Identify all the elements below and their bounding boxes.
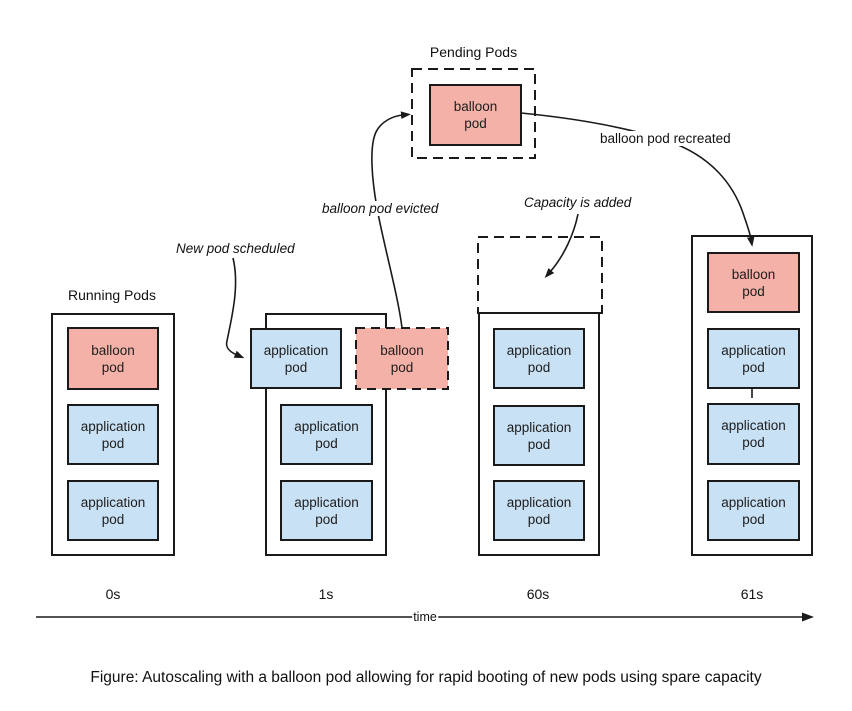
new-pod-scheduled-arrow [225, 257, 245, 359]
pending-balloon-pod: balloon pod [429, 84, 522, 146]
application-pod: application pod [707, 480, 800, 541]
balloon-pod-evicted-arrow [371, 111, 411, 329]
time-tick-1s: 1s [318, 586, 334, 602]
application-pod: application pod [707, 328, 800, 389]
application-pod: application pod [493, 480, 585, 541]
figure-caption: Figure: Autoscaling with a balloon pod a… [90, 669, 762, 686]
dashed-border [411, 68, 536, 159]
application-pod: application pod [280, 480, 373, 541]
time-tick-60s: 60s [526, 586, 550, 602]
pod-label: balloon pod [380, 342, 424, 375]
application-pod: application pod [67, 480, 159, 541]
dashed-border [355, 327, 449, 390]
application-pod: application pod [67, 404, 159, 465]
balloon-pod: balloon pod [67, 327, 159, 390]
pending-pods-title: Pending Pods [429, 44, 518, 60]
node-box-61s [691, 235, 813, 556]
balloon-pod-recreated-arrow [520, 112, 755, 247]
time-tick-61s: 61s [740, 586, 764, 602]
application-pod: application pod [707, 403, 800, 465]
node-box-1s [265, 313, 387, 556]
running-pods-title: Running Pods [68, 287, 156, 303]
application-pod: application pod [280, 404, 373, 465]
pending-pods-box [411, 68, 536, 159]
time-axis-label: time [412, 610, 438, 624]
annotation-new-pod-scheduled: New pod scheduled [174, 241, 297, 256]
annotation-balloon-pod-recreated: balloon pod recreated [598, 131, 733, 146]
annotation-balloon-pod-evicted: balloon pod evicted [320, 201, 441, 216]
node-box-0s [51, 313, 175, 556]
evicted-balloon-pod: balloon pod [355, 327, 449, 390]
application-pod: application pod [493, 328, 585, 389]
new-application-pod: application pod [250, 328, 342, 389]
recreated-balloon-pod: balloon pod [707, 252, 800, 313]
application-pod: application pod [493, 405, 585, 466]
time-tick-0s: 0s [105, 586, 121, 602]
dashed-border [477, 236, 603, 314]
annotation-capacity-is-added: Capacity is added [522, 195, 634, 210]
capacity-added-arrow [544, 213, 579, 279]
added-capacity-box [477, 236, 603, 314]
